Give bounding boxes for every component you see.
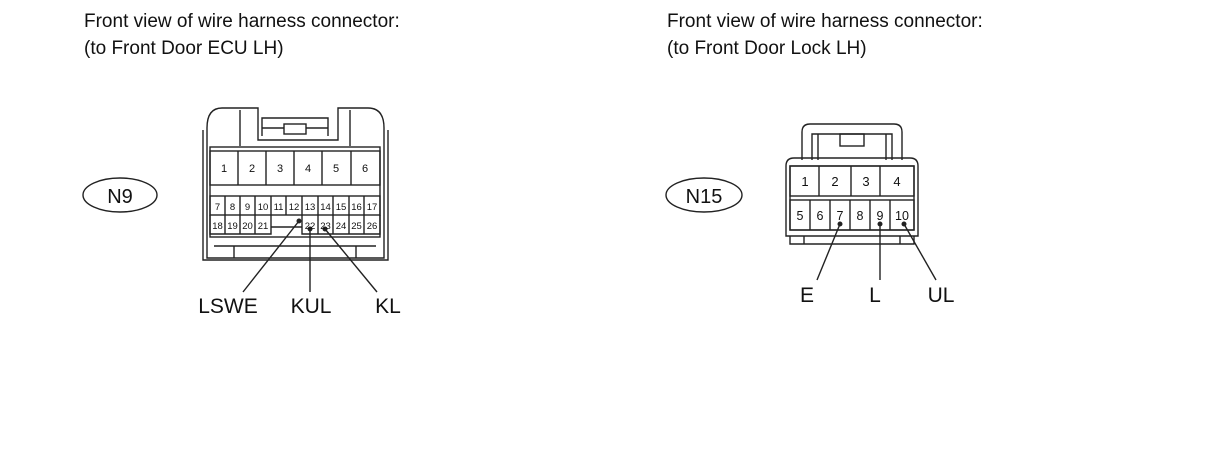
pin-number: 3 xyxy=(277,163,283,175)
left-caption-line1: Front view of wire harness connector: xyxy=(84,11,400,32)
pin-number: 5 xyxy=(797,209,804,223)
pin-number: 21 xyxy=(258,221,269,232)
connector-id-n15: N15 xyxy=(686,186,723,208)
pin-number: 8 xyxy=(857,209,864,223)
pin-number: 6 xyxy=(362,163,368,175)
terminal-label-kl: KL xyxy=(375,295,401,318)
connector-id-n9: N9 xyxy=(107,186,133,208)
pin-number: 20 xyxy=(242,221,253,232)
pin-number: 13 xyxy=(305,202,316,213)
pin-number: 1 xyxy=(801,174,808,189)
connector-id-oval-n9 xyxy=(82,177,158,213)
pin-number: 6 xyxy=(817,209,824,223)
leader-e xyxy=(816,223,841,281)
pin-number: 16 xyxy=(351,202,362,213)
pin-number: 22 xyxy=(305,221,316,232)
terminal-label-lswe: LSWE xyxy=(198,295,258,318)
pin-number: 17 xyxy=(367,202,378,213)
pin-number: 9 xyxy=(877,209,884,223)
pin-number: 19 xyxy=(227,221,238,232)
right-caption: Front view of wire harness connector: (t… xyxy=(667,8,983,62)
terminal-label-e: E xyxy=(800,284,814,307)
leader-lswe xyxy=(242,220,300,293)
connector-n15 xyxy=(785,123,937,281)
pin-number: 10 xyxy=(895,209,909,223)
pin-number: 4 xyxy=(893,174,900,189)
pin-number: 7 xyxy=(215,202,220,213)
connector-n9 xyxy=(202,107,389,293)
pin-number: 1 xyxy=(221,163,227,175)
pin-number: 7 xyxy=(837,209,844,223)
pin-number: 5 xyxy=(333,163,339,175)
pin-number: 12 xyxy=(289,202,300,213)
terminal-label-kul: KUL xyxy=(291,295,332,318)
pin-number: 4 xyxy=(305,163,311,175)
terminal-label-l: L xyxy=(869,284,881,307)
connector-id-oval-n15 xyxy=(665,177,743,213)
pin-number: 9 xyxy=(245,202,250,213)
pin-number: 24 xyxy=(336,221,347,232)
pin-number: 26 xyxy=(367,221,378,232)
pin-number: 2 xyxy=(249,163,255,175)
pin-number: 10 xyxy=(258,202,269,213)
pin-number: 15 xyxy=(336,202,347,213)
pin-number: 3 xyxy=(862,174,869,189)
pin-number: 11 xyxy=(274,202,284,213)
right-caption-line2: (to Front Door Lock LH) xyxy=(667,38,867,59)
right-caption-line1: Front view of wire harness connector: xyxy=(667,11,983,32)
left-caption-line2: (to Front Door ECU LH) xyxy=(84,38,284,59)
pin-number: 25 xyxy=(351,221,362,232)
pin-number: 23 xyxy=(320,221,331,232)
pin-number: 14 xyxy=(320,202,331,213)
terminal-label-ul: UL xyxy=(928,284,955,307)
left-caption: Front view of wire harness connector: (t… xyxy=(84,8,400,62)
pin-number: 8 xyxy=(230,202,235,213)
pin-number: 18 xyxy=(212,221,223,232)
pin-number: 2 xyxy=(831,174,838,189)
leader-ul xyxy=(903,223,937,281)
leader-kl xyxy=(324,228,378,293)
